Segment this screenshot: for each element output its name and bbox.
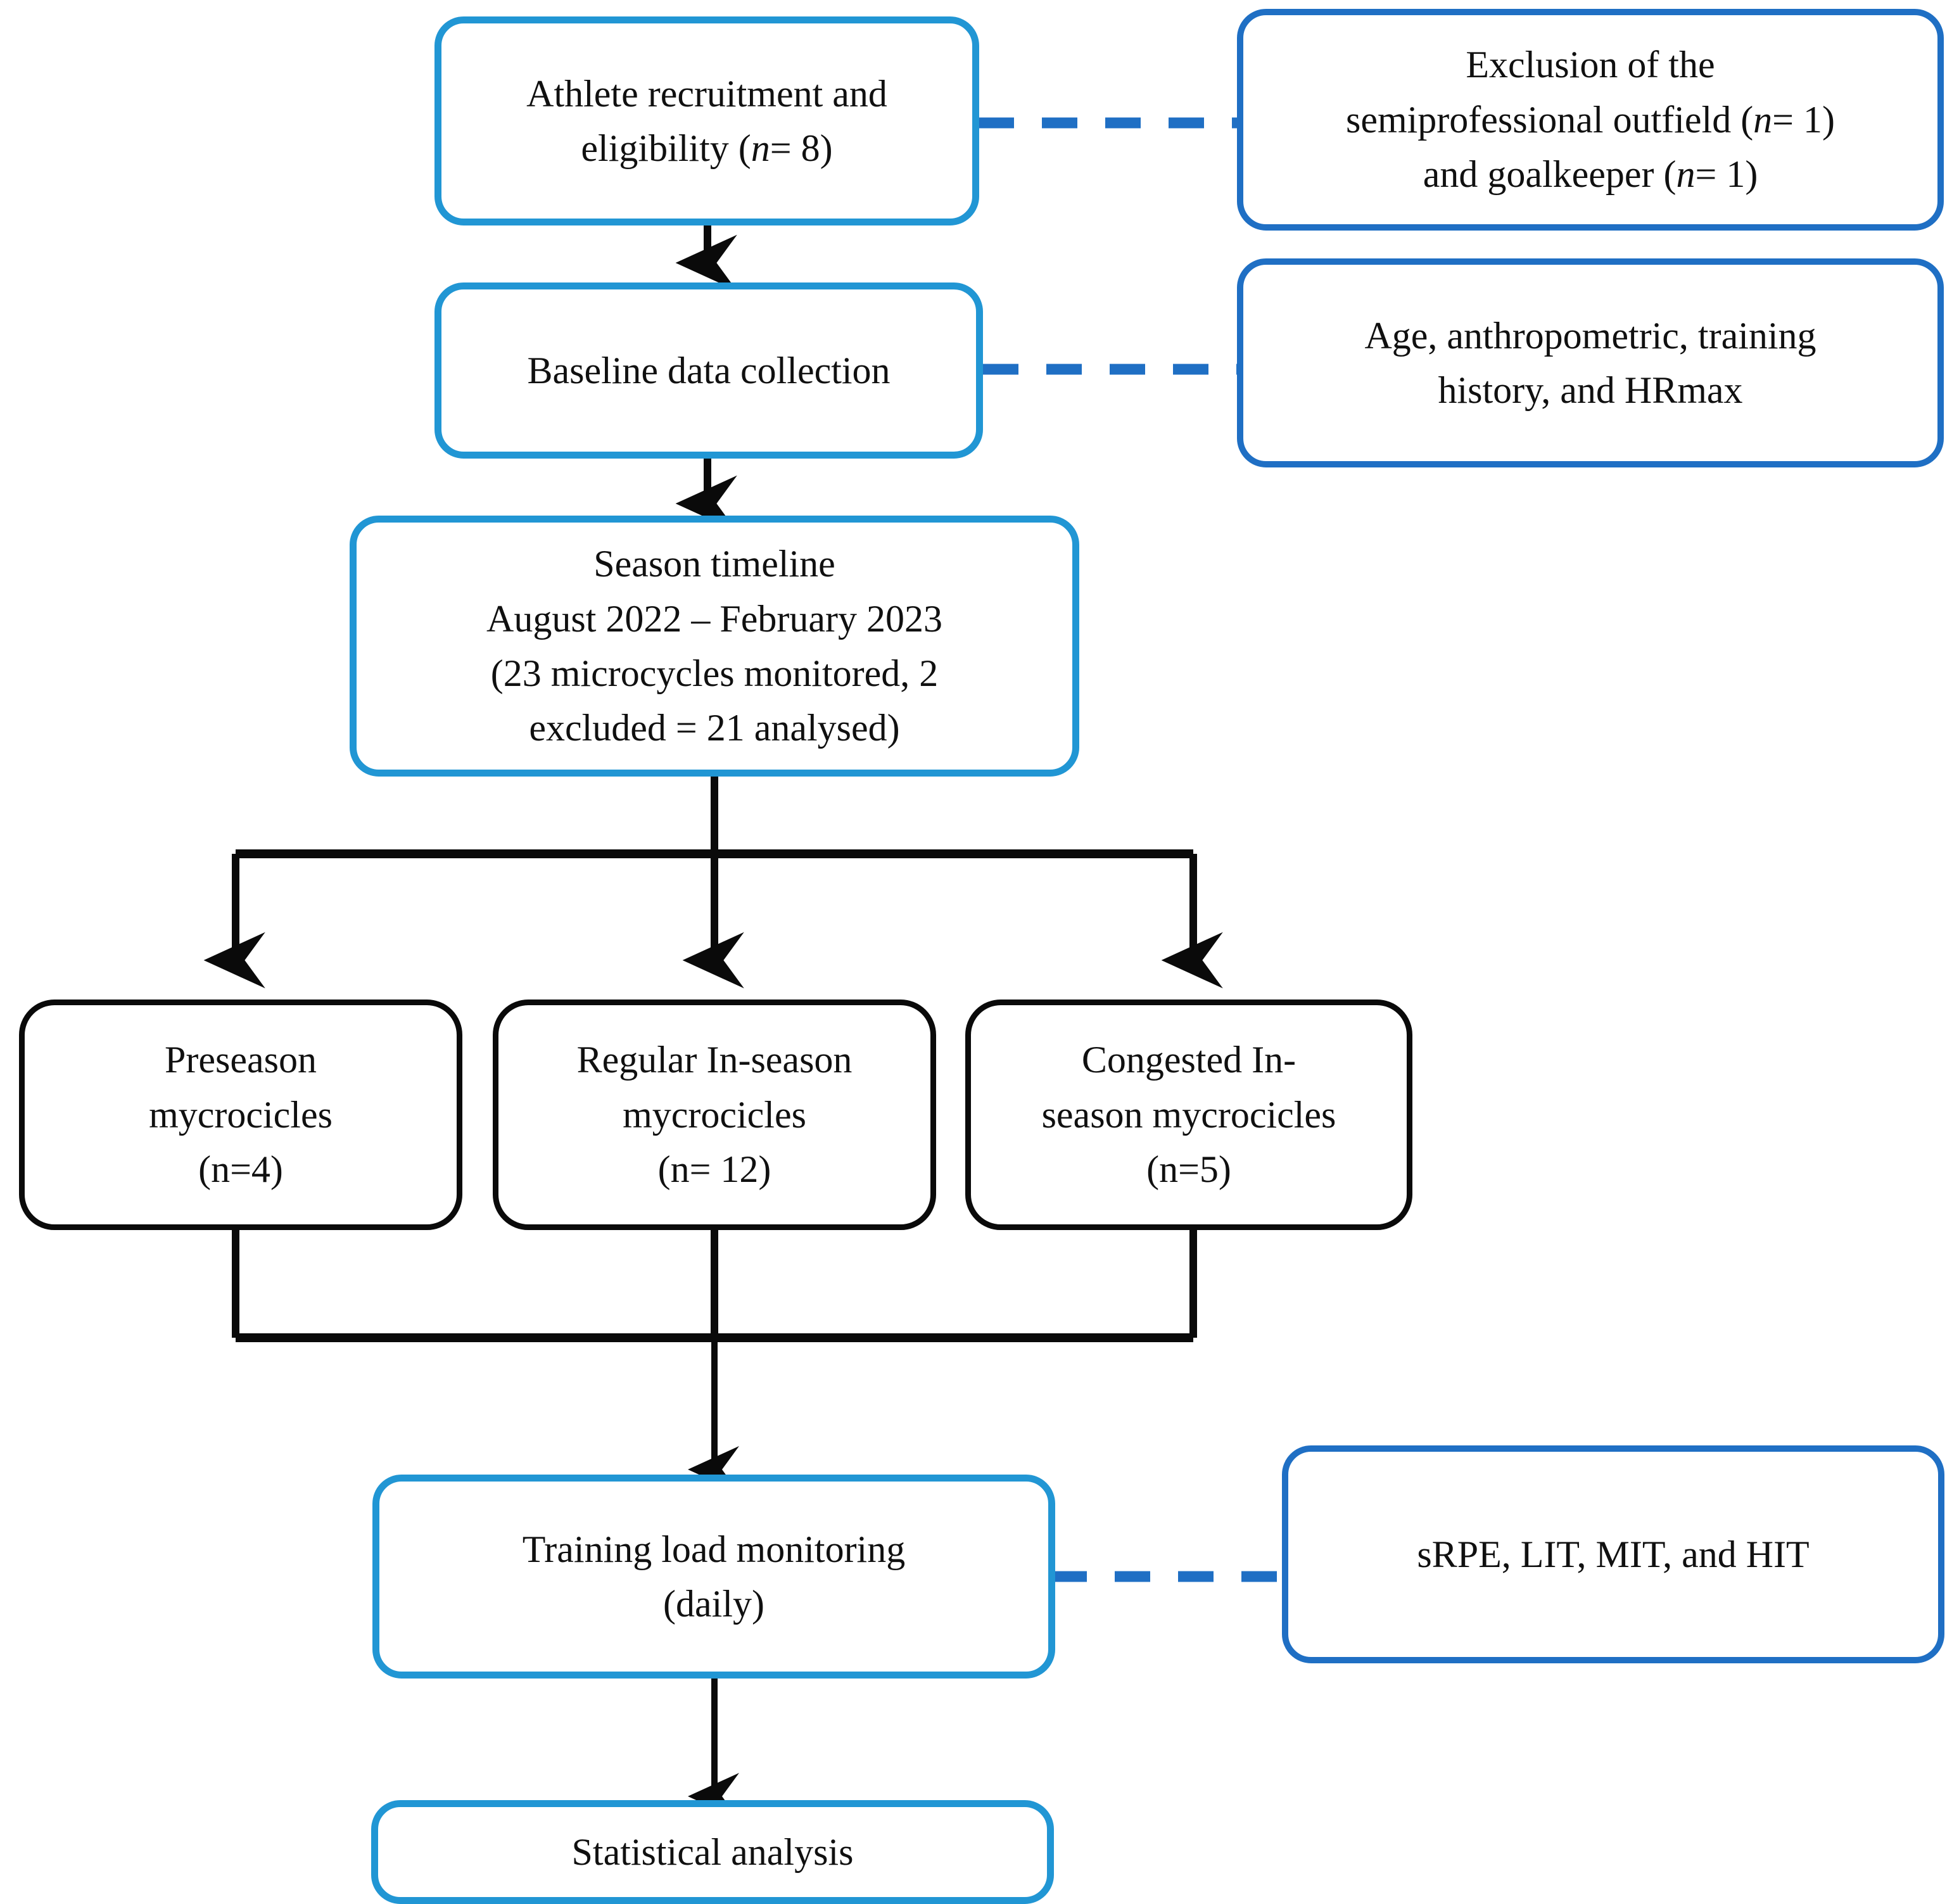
node-season-timeline-label: Season timeline August 2022 – February 2… — [486, 543, 942, 749]
node-training-load-detail[interactable]: sRPE, LIT, MIT, and HIT — [1282, 1445, 1944, 1663]
node-exclusion-label: Exclusion of the semiprofessional outfie… — [1345, 44, 1835, 196]
node-preseason-microcycles[interactable]: Preseason mycrocicles (n=4) — [19, 1000, 462, 1230]
node-baseline-data-collection-label: Baseline data collection — [527, 349, 891, 391]
node-preseason-microcycles-label: Preseason mycrocicles (n=4) — [149, 1039, 333, 1191]
node-congested-in-season-microcycles[interactable]: Congested In- season mycrocicles (n=5) — [965, 1000, 1412, 1230]
node-exclusion[interactable]: Exclusion of the semiprofessional outfie… — [1237, 9, 1944, 231]
node-baseline-detail-label: Age, anthropometric, training history, a… — [1364, 314, 1816, 411]
edge-season-split — [203, 777, 1223, 989]
node-regular-in-season-microcycles-label: Regular In-season mycrocicles (n= 12) — [576, 1039, 853, 1191]
node-athlete-recruitment-label: Athlete recruitment and eligibility (n= … — [526, 72, 887, 169]
node-baseline-detail[interactable]: Age, anthropometric, training history, a… — [1237, 258, 1944, 467]
node-congested-in-season-microcycles-label: Congested In- season mycrocicles (n=5) — [1041, 1039, 1336, 1191]
edge-microcycles-merge — [232, 1229, 1197, 1493]
node-training-load-monitoring-label: Training load monitoring (daily) — [522, 1528, 906, 1625]
node-regular-in-season-microcycles[interactable]: Regular In-season mycrocicles (n= 12) — [493, 1000, 936, 1230]
node-statistical-analysis-label: Statistical analysis — [571, 1831, 854, 1873]
node-athlete-recruitment[interactable]: Athlete recruitment and eligibility (n= … — [434, 16, 979, 225]
node-training-load-detail-label: sRPE, LIT, MIT, and HIT — [1417, 1533, 1810, 1575]
node-statistical-analysis[interactable]: Statistical analysis — [371, 1800, 1054, 1904]
node-season-timeline[interactable]: Season timeline August 2022 – February 2… — [350, 516, 1079, 777]
node-training-load-monitoring[interactable]: Training load monitoring (daily) — [372, 1475, 1055, 1679]
node-baseline-data-collection[interactable]: Baseline data collection — [434, 282, 983, 459]
